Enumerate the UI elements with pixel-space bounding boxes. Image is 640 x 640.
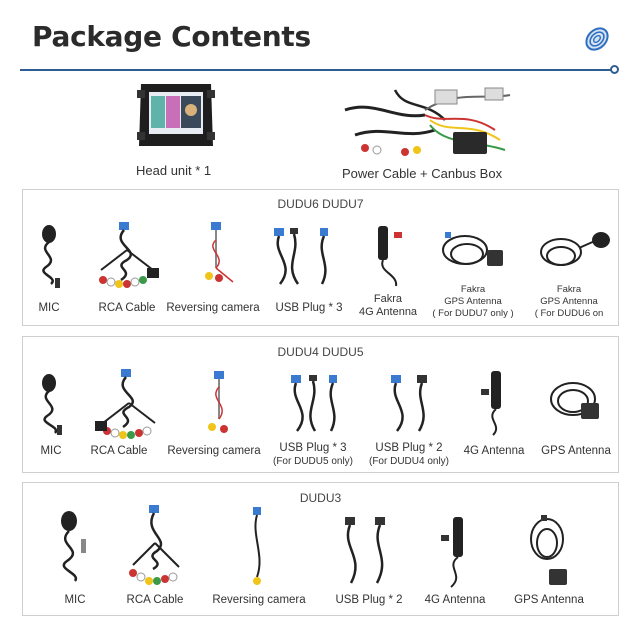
item-label: MIC — [40, 445, 62, 457]
item-label: USB Plug * 2(For DUDU4 only) — [368, 442, 450, 467]
power-cable-label: Power Cable + Canbus Box — [342, 166, 503, 181]
item-label: MIC — [38, 302, 60, 314]
head-unit-image — [137, 84, 215, 146]
head-unit-label: Head unit * 1 — [136, 163, 212, 178]
power-cable-image — [344, 87, 511, 156]
gps-antenna-image — [550, 382, 599, 419]
gps-antenna-image — [530, 515, 567, 585]
dudu6-dudu7-section: DUDU6 DUDU7 MIC RCA Cable Reversing came… — [22, 189, 619, 326]
mic-image — [42, 225, 60, 288]
dudu3-section: DUDU3 MIC RCA Cable Reversing camera USB… — [22, 482, 619, 616]
divider-end-dot — [610, 65, 619, 74]
4g-antenna-image — [441, 517, 463, 588]
mic-image — [42, 374, 62, 435]
item-label: GPS Antenna — [541, 445, 611, 457]
item-label: USB Plug * 3 — [275, 302, 343, 314]
item-label: RCA Cable — [90, 445, 148, 457]
item-label: USB Plug * 3(For DUDU5 only) — [272, 442, 354, 467]
section-title: DUDU6 DUDU7 — [277, 197, 364, 211]
reversing-camera-cable-image — [205, 222, 234, 283]
item-label: RCA Cable — [126, 594, 184, 606]
item-label: MIC — [64, 594, 86, 606]
mic-image — [61, 511, 86, 582]
gps-antenna-image — [540, 232, 610, 266]
item-label: USB Plug * 2 — [335, 594, 403, 606]
item-label: 4G Antenna — [424, 594, 486, 606]
usb-plug-image — [274, 228, 328, 285]
usb-plug-image — [345, 517, 385, 584]
item-label: 4G Antenna — [463, 445, 525, 457]
dudu4-dudu5-section: DUDU4 DUDU5 MIC RCA Cable Reversing came… — [22, 336, 619, 473]
usb-plug-image — [291, 375, 337, 432]
spiral-logo-icon — [585, 27, 609, 51]
page-title: Package Contents — [32, 20, 311, 53]
rca-cable-image — [129, 505, 180, 585]
gps-antenna-image — [442, 232, 503, 266]
reversing-camera-cable-image — [253, 507, 261, 585]
rca-cable-image — [99, 222, 159, 288]
4g-antenna-image — [481, 371, 501, 436]
item-label: Reversing camera — [166, 302, 260, 314]
item-label: Reversing camera — [167, 445, 261, 457]
item-label: GPS Antenna — [514, 594, 584, 606]
item-label: RCA Cable — [98, 302, 156, 314]
item-label: Reversing camera — [212, 594, 306, 606]
section-title: DUDU4 DUDU5 — [277, 345, 364, 359]
usb-plug-image — [391, 375, 427, 432]
reversing-camera-cable-image — [208, 371, 228, 433]
section-title: DUDU3 — [299, 491, 342, 505]
4g-antenna-image — [378, 226, 402, 287]
rca-cable-image — [95, 369, 156, 439]
header-divider — [20, 69, 612, 71]
